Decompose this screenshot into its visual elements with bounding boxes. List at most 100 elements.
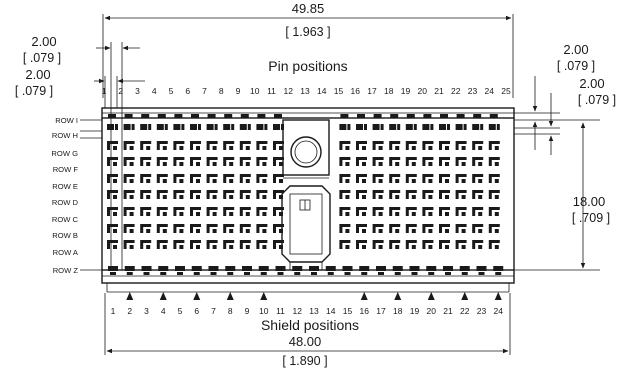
contact	[405, 174, 417, 183]
shield-contact	[476, 266, 487, 271]
contact	[196, 195, 200, 199]
pin-number: 15	[334, 86, 344, 96]
shield-contact	[275, 266, 286, 271]
contact	[140, 207, 152, 216]
contact	[405, 224, 417, 233]
contact	[156, 207, 168, 216]
contact	[196, 245, 200, 249]
shield-marker	[394, 292, 402, 300]
contact	[378, 179, 383, 183]
contact-grid	[107, 114, 500, 249]
contact	[279, 212, 283, 216]
contact	[256, 174, 268, 183]
contact	[279, 245, 283, 249]
contact	[389, 141, 401, 150]
contact	[262, 162, 267, 166]
contact	[413, 124, 417, 130]
contact	[395, 146, 400, 150]
contact	[347, 124, 351, 130]
contact	[472, 207, 484, 216]
pin-number: 20	[418, 86, 428, 96]
contact	[339, 207, 351, 216]
contact	[212, 179, 217, 183]
contact	[273, 240, 284, 249]
contact	[123, 124, 131, 130]
contact	[239, 190, 251, 199]
contact	[339, 240, 351, 249]
contact	[156, 240, 168, 249]
contact	[345, 195, 350, 199]
contact	[389, 174, 401, 183]
contact	[478, 245, 483, 249]
contact	[123, 174, 135, 183]
contact	[273, 124, 280, 130]
contact	[489, 114, 498, 118]
contact	[339, 141, 351, 150]
shield-contact	[124, 266, 135, 271]
contact	[113, 179, 117, 183]
contact	[223, 124, 231, 130]
contact	[212, 229, 217, 233]
shield-contact	[344, 272, 351, 275]
contact	[156, 157, 168, 166]
contact	[494, 212, 499, 216]
contact	[456, 114, 465, 118]
row-label: ROW H	[52, 131, 78, 140]
contact	[190, 240, 201, 249]
contact	[411, 245, 416, 249]
contact	[339, 224, 351, 233]
shield-number: 21	[443, 306, 453, 316]
shield-number: 18	[393, 306, 403, 316]
contact	[455, 240, 467, 249]
contact	[190, 207, 201, 216]
shield-contact	[143, 272, 150, 275]
contact	[422, 224, 434, 233]
shield-contact	[193, 272, 200, 275]
contact	[422, 124, 430, 130]
contact	[173, 157, 185, 166]
contact	[124, 114, 133, 118]
contact	[380, 124, 384, 130]
contact	[356, 207, 367, 216]
contact	[274, 114, 282, 118]
contact	[107, 224, 118, 233]
contact	[373, 114, 382, 118]
contact	[461, 229, 466, 233]
contact	[356, 240, 367, 249]
bottom-shield-contacts	[108, 266, 504, 275]
contact	[411, 229, 416, 233]
contact	[372, 190, 384, 199]
contact	[279, 146, 283, 150]
contact	[439, 174, 450, 183]
shield-contact	[495, 272, 502, 275]
contact	[146, 146, 151, 150]
contact	[123, 240, 135, 249]
shield-number: 5	[178, 306, 183, 316]
contact	[364, 124, 367, 130]
shield-contact	[426, 266, 437, 271]
shield-number: 8	[228, 306, 233, 316]
contact	[107, 141, 118, 150]
contact	[212, 245, 217, 249]
contact	[422, 240, 434, 249]
shield-number: 13	[309, 306, 319, 316]
shield-contact	[378, 272, 384, 275]
row-label: ROW C	[52, 215, 79, 224]
contact	[378, 212, 383, 216]
contact	[472, 224, 484, 233]
contact	[262, 146, 267, 150]
contact	[428, 179, 433, 183]
contact	[357, 114, 365, 118]
contact	[262, 195, 267, 199]
contact	[494, 229, 499, 233]
contact	[488, 224, 500, 233]
contact	[207, 114, 216, 118]
pin-number: 5	[169, 86, 174, 96]
contact	[472, 141, 484, 150]
contact	[345, 212, 350, 216]
contact	[223, 207, 235, 216]
contact	[129, 195, 134, 199]
contact	[196, 146, 200, 150]
contact	[262, 245, 267, 249]
